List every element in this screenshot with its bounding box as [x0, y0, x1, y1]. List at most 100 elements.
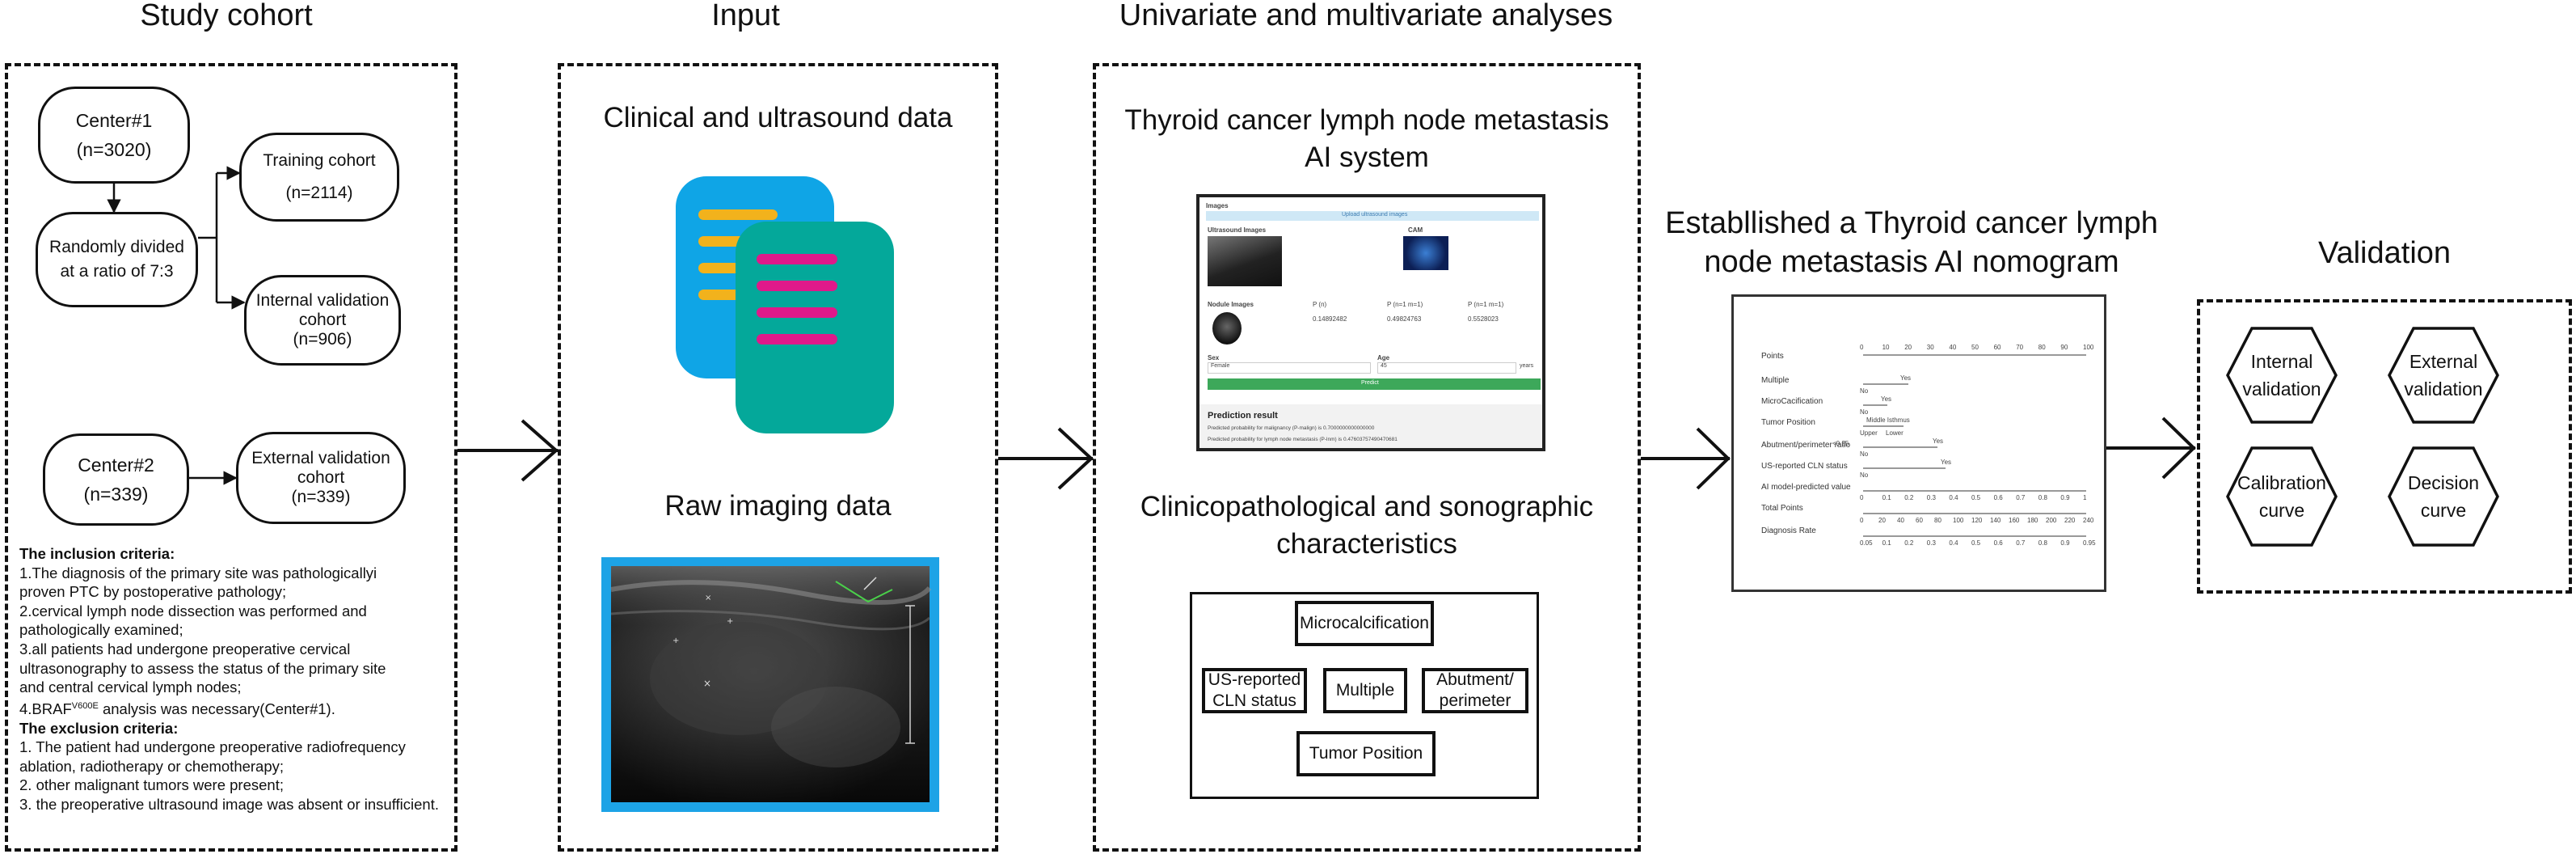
- upload-label: Upload ultrasound images: [1342, 212, 1408, 218]
- inclusion-3b: ultrasonography to assess the status of …: [19, 659, 386, 677]
- external-validation-cohort-node: External validation cohort (n=339): [236, 432, 406, 524]
- upload-bar[interactable]: [1206, 211, 1539, 221]
- internal-validation-label: Internal validation: [2228, 328, 2336, 422]
- ai-tick: 0.6: [1993, 494, 2003, 501]
- clinical-data-label: Clinical and ultrasound data: [603, 102, 953, 133]
- inclusion-2a: 2.cervical lymph node dissection was per…: [19, 602, 367, 619]
- ai-tick: 0.2: [1904, 494, 1914, 501]
- center2-node: Center#2 (n=339): [43, 433, 189, 526]
- exclusion-1b: ablation, radiotherapy or chemotherapy;: [19, 757, 285, 775]
- decision-curve-hexagon: [2388, 446, 2499, 547]
- randomly-line1: Randomly divided: [49, 238, 184, 256]
- clin-line1: Clinicopathological and sonographic: [1140, 491, 1594, 522]
- tumor-lower: Lower: [1886, 429, 1904, 437]
- predict-label: Predict: [1361, 380, 1379, 386]
- external-count: (n=339): [291, 488, 351, 506]
- arrow-input-to-analyses: [998, 427, 1094, 490]
- training-count: (n=2114): [285, 184, 353, 202]
- inclusion-1a: 1.The diagnosis of the primary site was …: [19, 564, 377, 581]
- multiple-label: Multiple: [1335, 681, 1395, 700]
- internal-count: (n=906): [293, 330, 352, 349]
- abut-yes: Yes: [1933, 438, 1944, 445]
- internal-validation-line2: validation: [2242, 378, 2321, 400]
- exclusion-title: The exclusion criteria:: [19, 719, 179, 737]
- tumor-position-label: Tumor Position: [1309, 744, 1423, 763]
- inclusion-2b: pathologically examined;: [19, 621, 183, 639]
- tumor-upper: Upper: [1860, 429, 1878, 437]
- calibration-line1: Calibration: [2237, 472, 2326, 493]
- input-title: Input: [711, 0, 780, 32]
- sex-value: Female: [1211, 363, 1230, 369]
- p-col-2: P (n=1 m=1): [1387, 301, 1423, 308]
- ai-tick: 0.5: [1971, 494, 1981, 501]
- abutment-perimeter-box: Abutment/ perimeter: [1422, 668, 1528, 713]
- external-line2: cohort: [297, 468, 345, 487]
- predict-button[interactable]: [1208, 378, 1541, 390]
- ai-system-line1: Thyroid cancer lymph node metastasis: [1124, 104, 1609, 136]
- points-tick: 100: [2083, 344, 2094, 351]
- svg-text:×: ×: [705, 594, 711, 602]
- p-col-1: P (n): [1313, 301, 1327, 308]
- training-label: Training cohort: [263, 151, 376, 170]
- ai-tick: 0.1: [1882, 494, 1891, 501]
- validation-panel: [2197, 299, 2572, 594]
- characteristics-box: [1190, 592, 1539, 799]
- abut-low: <0.25: [1832, 440, 1849, 447]
- age-value: 45: [1381, 363, 1387, 369]
- total-tick: 120: [1971, 517, 1983, 524]
- total-tick: 240: [2083, 517, 2094, 524]
- inclusion-3a: 3.all patients had undergone preoperativ…: [19, 640, 351, 657]
- result-line1: Predicted probability for malignancy (P-…: [1208, 425, 1375, 431]
- svg-text:+: +: [672, 636, 679, 645]
- diag-tick: 0.9: [2060, 539, 2070, 547]
- diag-tick: 0.8: [2038, 539, 2047, 547]
- us-cln-status-box: US-reported CLN status: [1202, 668, 1307, 713]
- nomogram-title-line2: node metastasis AI nomogram: [1704, 245, 2119, 279]
- multiple-box: Multiple: [1323, 668, 1407, 713]
- diag-tick: 0.3: [1926, 539, 1936, 547]
- nodule-thumb: [1212, 312, 1242, 345]
- ai-tick: 0: [1860, 494, 1864, 501]
- external-validation-label: External validation: [2389, 328, 2498, 422]
- ai-tick: 0.8: [2038, 494, 2047, 501]
- calibration-curve-label: Calibration curve: [2228, 448, 2336, 545]
- nomo-row-micro: MicroCacification: [1761, 397, 1823, 406]
- randomly-divided-node: Randomly divided at a ratio of 7:3: [36, 212, 198, 307]
- total-tick: 160: [2009, 517, 2020, 524]
- decision-line1: Decision: [2407, 472, 2480, 493]
- nomo-row-total: Total Points: [1761, 504, 1803, 513]
- center1-count: (n=3020): [76, 139, 152, 160]
- p-val-3: 0.5528023: [1468, 315, 1499, 323]
- total-tick: 60: [1916, 517, 1923, 524]
- center2-label: Center#2: [78, 454, 154, 476]
- ai-system-line2: AI system: [1305, 142, 1429, 173]
- age-input[interactable]: [1377, 362, 1516, 374]
- ai-system-title: Thyroid cancer lymph node metastasis AI …: [1093, 102, 1641, 176]
- validation-hexagons: [2226, 327, 2499, 547]
- external-validation-hexagon: [2388, 327, 2499, 424]
- inclusion-4: 4.BRAFV600E analysis was necessary(Cente…: [19, 697, 439, 719]
- inclusion-1b: proven PTC by postoperative pathology;: [19, 583, 287, 601]
- ai-tick: 0.3: [1926, 494, 1936, 501]
- tumor-middle: Middle Isthmus: [1866, 416, 1910, 424]
- abutment-line1: Abutment/: [1436, 670, 1514, 689]
- total-tick: 20: [1878, 517, 1886, 524]
- total-tick: 80: [1934, 517, 1941, 524]
- nomo-row-multiple: Multiple: [1761, 376, 1790, 385]
- calibration-curve-hexagon: [2226, 446, 2338, 547]
- sex-select[interactable]: [1208, 362, 1371, 374]
- validation-title: Validation: [2317, 236, 2452, 270]
- svg-text:+: +: [727, 617, 733, 626]
- p-val-1: 0.14892482: [1313, 315, 1347, 323]
- diag-tick: 0.7: [2016, 539, 2026, 547]
- ai-tick: 0.7: [2016, 494, 2026, 501]
- points-tick: 80: [2038, 344, 2046, 351]
- nomo-row-ai: AI model-predicted value: [1761, 483, 1851, 492]
- document-icon: [676, 176, 894, 433]
- points-tick: 20: [1904, 344, 1912, 351]
- criteria-text: The inclusion criteria: 1.The diagnosis …: [19, 544, 439, 814]
- external-line1: External validation: [251, 449, 390, 467]
- nomo-row-uscln: US-reported CLN status: [1761, 462, 1848, 471]
- cam-thumb: [1403, 236, 1448, 270]
- training-cohort-node: Training cohort (n=2114): [239, 133, 399, 222]
